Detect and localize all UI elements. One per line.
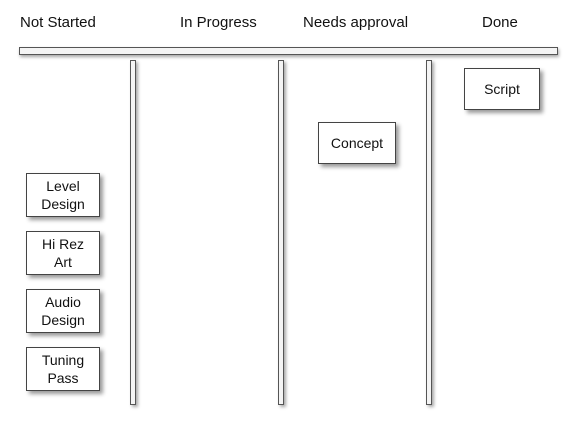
card-label-line: Art [54, 254, 72, 270]
card-hi-rez-art[interactable]: Hi Rez Art [26, 231, 100, 275]
column-divider [426, 60, 432, 405]
column-header-not-started: Not Started [20, 14, 96, 31]
card-label-line: Tuning [41, 352, 85, 368]
column-header-needs-approval: Needs approval [303, 14, 409, 31]
card-label-line: Level [46, 178, 80, 194]
card-tuning-pass[interactable]: Tuning Pass [26, 347, 100, 391]
card-label-line: Concept [330, 135, 384, 151]
column-header-done: Done [482, 14, 518, 31]
column-divider [278, 60, 284, 405]
card-label-line: Design [41, 196, 85, 212]
card-label-line: Hi Rez [41, 236, 84, 252]
header-divider-bar [19, 47, 558, 55]
card-audio-design[interactable]: Audio Design [26, 289, 100, 333]
column-header-in-progress: In Progress [180, 14, 257, 31]
card-label-line: Script [484, 81, 520, 97]
card-level-design[interactable]: Level Design [26, 173, 100, 217]
card-label-line: Audio [45, 294, 81, 310]
card-label-line: Pass [47, 370, 79, 386]
column-divider [130, 60, 136, 405]
card-concept[interactable]: Concept [318, 122, 396, 164]
card-script[interactable]: Script [464, 68, 540, 110]
card-label-line: Design [41, 312, 85, 328]
